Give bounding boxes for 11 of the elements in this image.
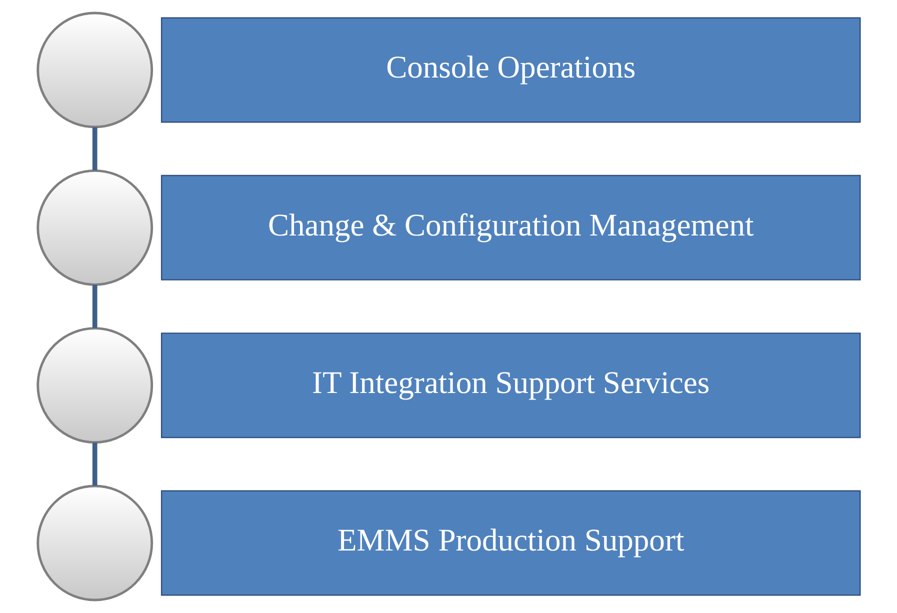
node-circle <box>36 327 153 444</box>
connector <box>92 284 97 328</box>
connector <box>92 127 97 170</box>
node-box: Console Operations <box>160 17 860 123</box>
connector <box>92 442 97 486</box>
node-circle <box>36 484 153 602</box>
node-box: IT Integration Support Services <box>160 332 860 438</box>
node-circle <box>36 169 153 286</box>
node-box: EMMS Production Support <box>160 490 860 596</box>
node-circle <box>36 12 153 128</box>
node-box: Change & Configuration Management <box>160 174 860 280</box>
